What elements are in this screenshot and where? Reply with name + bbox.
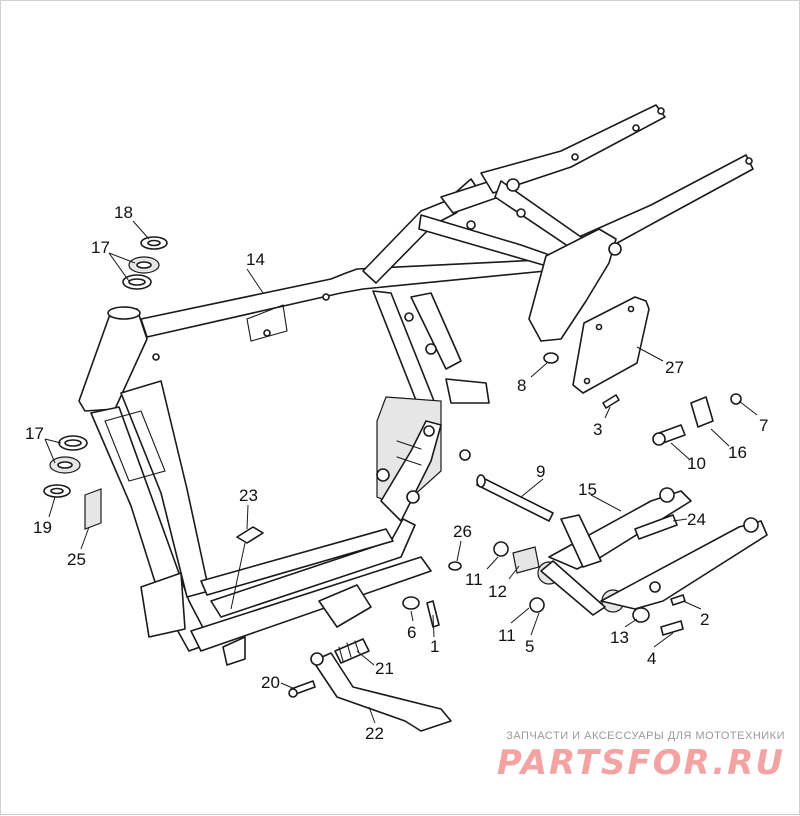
callout-26: 26 (453, 522, 472, 541)
plug-26 (448, 561, 462, 571)
callout-3: 3 (593, 420, 602, 439)
callout-11-lower: 11 (498, 626, 516, 645)
callout-4: 4 (647, 649, 656, 668)
spacer-8 (543, 352, 559, 364)
callout-17-lower: 17 (25, 424, 44, 443)
callout-25: 25 (67, 550, 86, 569)
callout-27: 27 (665, 358, 684, 377)
callout-23: 23 (239, 486, 258, 505)
bushing-11-upper (493, 541, 509, 557)
label-24 (634, 514, 678, 540)
bolt-2 (670, 594, 686, 606)
leader-lines (44, 220, 758, 724)
callout-14: 14 (246, 250, 265, 269)
watermark: ЗАПЧАСТИ И АКСЕССУАРЫ ДЛЯ МОТОТЕХНИКИ PA… (497, 730, 785, 780)
callout-1: 1 (430, 637, 439, 656)
screw-3 (602, 394, 620, 409)
callout-8: 8 (517, 376, 526, 395)
nut-7 (730, 393, 742, 405)
callout-10: 10 (687, 454, 706, 473)
callout-21: 21 (375, 659, 394, 678)
cover-plate-27 (572, 296, 650, 394)
callout-5: 5 (525, 637, 534, 656)
callout-20: 20 (261, 673, 280, 692)
callout-16: 16 (728, 443, 747, 462)
callout-9: 9 (536, 462, 545, 481)
pivot-shaft-9 (476, 476, 554, 522)
washer-6 (402, 596, 420, 610)
callout-2: 2 (700, 610, 709, 629)
callout-7: 7 (759, 416, 768, 435)
callout-6: 6 (407, 623, 416, 642)
callout-15: 15 (578, 480, 597, 499)
bushing-12 (512, 546, 540, 574)
steering-head-bearings (43, 236, 168, 498)
callout-22: 22 (365, 724, 384, 743)
spring-21 (334, 638, 370, 664)
jiffy-stand-22 (312, 652, 452, 732)
pin-1 (426, 600, 440, 628)
bolt-4 (660, 620, 684, 636)
callout-11-upper: 11 (465, 570, 483, 589)
watermark-logo: PARTSFOR.RU (496, 743, 785, 783)
bushing-11-lower (529, 597, 545, 613)
callout-12: 12 (488, 582, 507, 601)
main-frame (78, 104, 754, 666)
swingarm-15 (540, 487, 768, 616)
callout-18: 18 (114, 203, 133, 222)
callout-19: 19 (33, 518, 52, 537)
callout-13: 13 (610, 628, 629, 647)
pad-25 (84, 488, 102, 530)
callout-labels: 1 2 3 4 5 6 7 8 9 10 11 11 12 13 14 15 1… (25, 203, 768, 743)
jiffy-stand (288, 584, 452, 732)
callout-24: 24 (687, 510, 706, 529)
watermark-caption: ЗАПЧАСТИ И АКСЕССУАРЫ ДЛЯ МОТОТЕХНИКИ (506, 730, 785, 742)
bracket-16 (690, 396, 714, 428)
callout-17-upper: 17 (91, 238, 110, 257)
label-23 (236, 526, 264, 544)
